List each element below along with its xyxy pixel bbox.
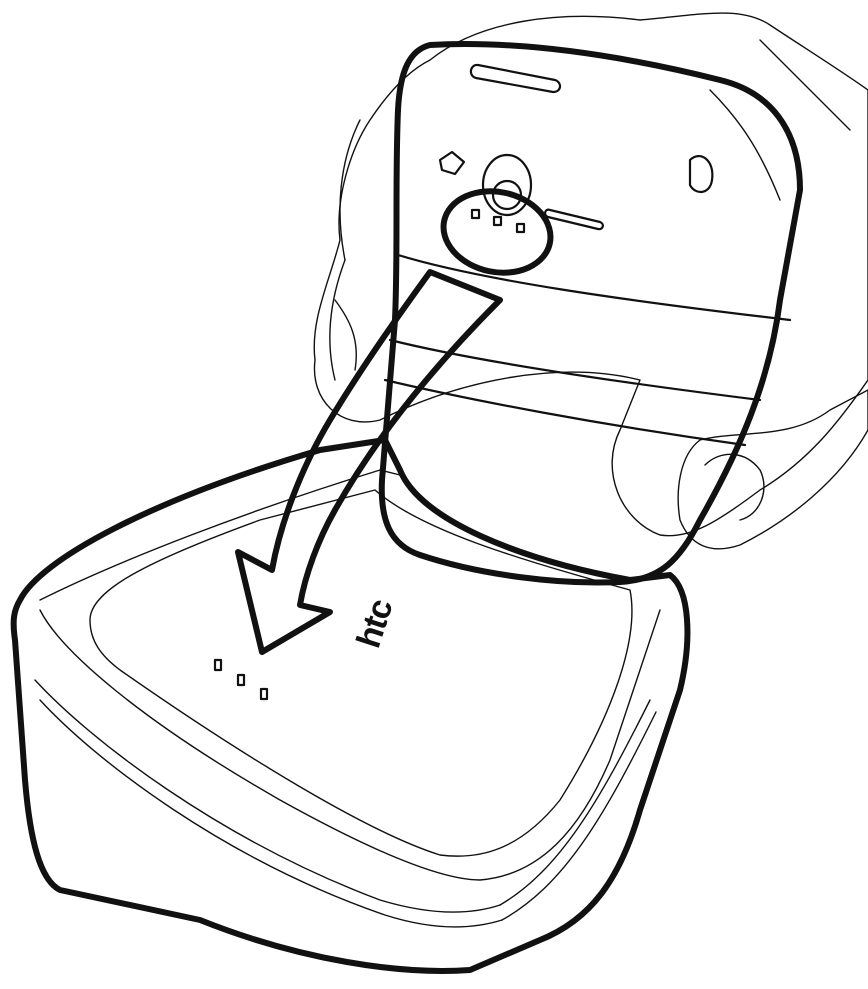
- highlight-ellipse-icon: [436, 182, 558, 283]
- dock: htc: [14, 440, 688, 971]
- dock-brand-logo: htc: [349, 595, 400, 652]
- phone: [382, 44, 800, 582]
- dock-body: [14, 440, 688, 971]
